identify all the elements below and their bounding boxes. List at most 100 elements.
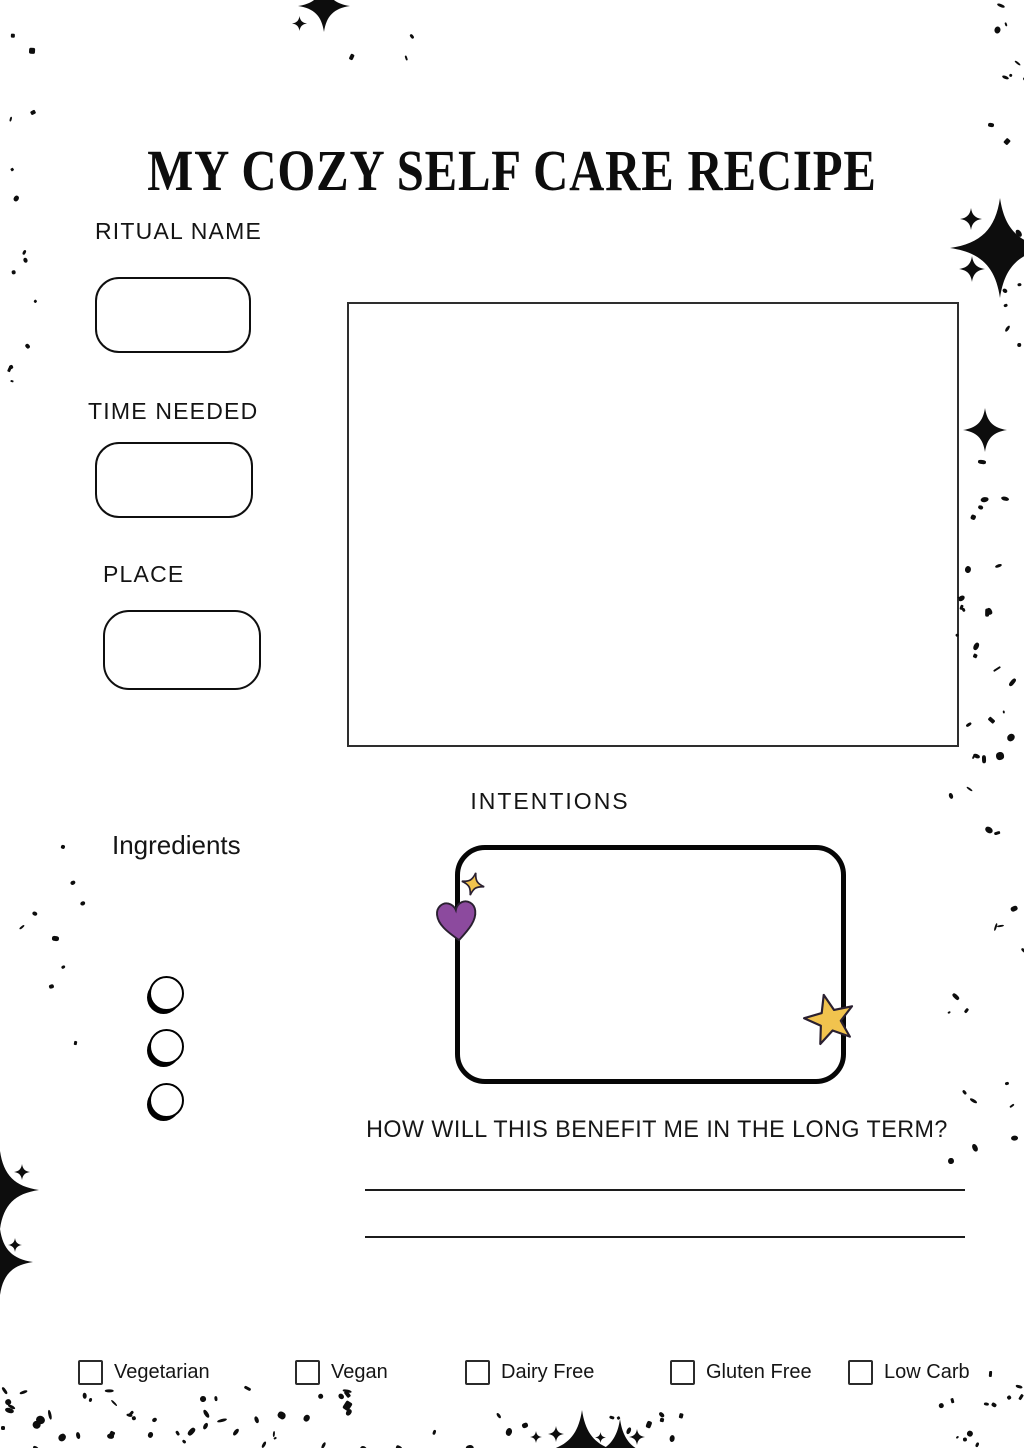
ink-speckle [276, 1410, 287, 1421]
ink-speckle [669, 1434, 676, 1442]
ink-speckle [988, 122, 995, 129]
checkbox-dairy-free[interactable] [465, 1360, 490, 1385]
ink-speckle [961, 607, 966, 613]
ink-speckle [658, 1411, 666, 1419]
ink-speckle [465, 1444, 475, 1448]
ink-speckle [214, 1395, 219, 1402]
ink-speckle [981, 754, 987, 764]
ink-speckle [11, 34, 16, 39]
diet-label-vegetarian: Vegetarian [114, 1361, 210, 1383]
diet-option-gluten-free: Gluten Free [670, 1360, 812, 1385]
ink-speckle [404, 55, 408, 61]
ink-speckle [272, 1431, 275, 1438]
ink-speckle [253, 1415, 261, 1424]
ink-speckle [243, 1385, 252, 1392]
ink-speckle [1006, 1395, 1012, 1401]
ink-speckle [1009, 73, 1013, 78]
ink-speckle [56, 1432, 68, 1444]
ink-speckle [1018, 1394, 1024, 1402]
ink-speckle [357, 1444, 370, 1448]
ingredient-bullet-2 [149, 1029, 184, 1064]
ink-speckle [7, 366, 13, 373]
ink-speckle [970, 1142, 979, 1153]
sparkle-icon [0, 1229, 33, 1295]
ink-speckle [24, 343, 31, 350]
ink-speckle [625, 1427, 633, 1436]
ink-speckle [962, 1437, 967, 1442]
ink-speckle [302, 1413, 312, 1423]
sparkle-icon [950, 198, 1024, 298]
ink-speckle [1008, 677, 1018, 688]
time-needed-label: TIME NEEDED [88, 398, 259, 424]
sparkle-icon [298, 0, 350, 32]
ink-speckle [937, 1401, 945, 1409]
checkbox-low-carb[interactable] [848, 1360, 873, 1385]
ink-speckle [988, 1370, 993, 1377]
ingredient-bullet-3 [149, 1083, 184, 1118]
intentions-input[interactable] [455, 845, 846, 1084]
sparkle-icon [291, 15, 307, 31]
ink-speckle [987, 716, 996, 724]
answer-line-2[interactable] [365, 1236, 965, 1238]
ink-speckle [108, 1431, 116, 1439]
answer-line-1[interactable] [365, 1189, 965, 1191]
ink-speckle [348, 53, 355, 61]
ink-speckle [609, 1415, 615, 1421]
diet-label-vegan: Vegan [331, 1361, 388, 1383]
diet-option-vegan: Vegan [295, 1360, 388, 1385]
photo-area[interactable] [347, 302, 959, 747]
ink-speckle [983, 824, 994, 835]
ink-speckle [317, 1393, 324, 1401]
ink-speckle [965, 721, 973, 728]
ink-speckle [974, 1441, 980, 1448]
ink-speckle [972, 653, 978, 659]
ink-speckle [1011, 1135, 1019, 1142]
ink-speckle [965, 1429, 974, 1438]
ink-speckle [106, 1433, 115, 1441]
sparkle-icon [960, 208, 982, 230]
ink-speckle [320, 1441, 327, 1448]
checkbox-vegan[interactable] [295, 1360, 320, 1385]
ink-speckle [73, 1040, 78, 1045]
diet-option-low-carb: Low Carb [848, 1360, 970, 1385]
sparkle-icon [584, 1419, 656, 1448]
ink-speckle [432, 1430, 437, 1436]
ink-speckle [978, 459, 987, 465]
ink-speckle [1014, 59, 1022, 66]
ink-speckle [1020, 947, 1024, 954]
ink-speckle [31, 1420, 42, 1431]
ink-speckle [1001, 287, 1009, 294]
ink-speckle [963, 565, 971, 574]
ink-speckle [75, 1431, 82, 1440]
sparkle-icon [629, 1429, 645, 1445]
ink-speckle [3, 1397, 13, 1406]
sparkle-icon [8, 1238, 22, 1252]
ink-speckle [10, 380, 14, 383]
ink-speckle [52, 936, 60, 942]
time-needed-input[interactable] [95, 442, 253, 518]
checkbox-vegetarian[interactable] [78, 1360, 103, 1385]
ink-speckle [1017, 342, 1022, 347]
ink-speckle [33, 299, 38, 304]
ink-speckle [504, 1426, 513, 1437]
benefit-question: HOW WILL THIS BENEFIT ME IN THE LONG TER… [366, 1116, 948, 1143]
ink-speckle [1001, 495, 1010, 502]
ink-speckle [951, 992, 961, 1001]
ink-speckle [1, 1386, 9, 1395]
ink-speckle [948, 792, 954, 800]
checkbox-gluten-free[interactable] [670, 1360, 695, 1385]
diet-label-dairy-free: Dairy Free [501, 1361, 595, 1383]
ink-speckle [61, 964, 66, 969]
ink-speckle [495, 1412, 502, 1419]
ink-speckle [994, 563, 1003, 569]
ink-speckle [111, 1399, 119, 1407]
place-input[interactable] [103, 610, 261, 690]
ink-speckle [279, 1413, 288, 1422]
ink-speckle [992, 665, 1001, 673]
ritual-name-input[interactable] [95, 277, 251, 353]
ink-speckle [993, 25, 1002, 35]
ink-speckle [1002, 710, 1005, 714]
ink-speckle [9, 116, 13, 122]
ink-speckle [232, 1427, 241, 1437]
ink-speckle [68, 880, 76, 887]
